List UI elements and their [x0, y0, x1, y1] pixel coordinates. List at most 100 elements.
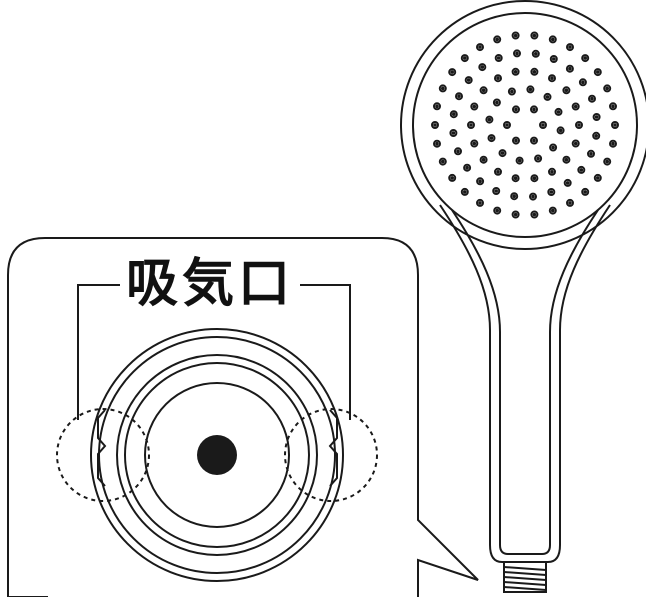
- nozzle-dot-center: [583, 190, 588, 194]
- nozzle-dot-center: [495, 37, 500, 42]
- nozzle-dot-center: [452, 112, 456, 116]
- nozzle-dot-center: [568, 45, 572, 49]
- nozzle-dot: [549, 143, 558, 152]
- nozzle-dot-center: [532, 33, 537, 38]
- nozzle-dot: [512, 105, 520, 114]
- nozzle-dot-center: [605, 159, 610, 164]
- nozzle-dot-center: [480, 65, 485, 69]
- nozzle-dot: [571, 139, 580, 148]
- air-intake-label: 吸気口: [120, 252, 300, 316]
- nozzle-dot: [566, 198, 574, 207]
- nozzle-dot: [511, 210, 520, 219]
- nozzle-dot: [609, 139, 617, 148]
- nozzle-dot: [492, 187, 501, 195]
- nozzle-dot-center: [611, 104, 615, 109]
- shower-head-icon: [400, 0, 646, 593]
- nozzle-dot-center: [549, 190, 554, 194]
- nozzle-dot-center: [481, 157, 486, 162]
- nozzle-dot: [438, 84, 447, 93]
- nozzle-dot-center: [573, 141, 578, 146]
- nozzle-dot: [548, 35, 557, 44]
- nozzle-dot: [448, 173, 457, 182]
- nozzle-dot-center: [550, 76, 554, 80]
- nozzle-dot: [467, 121, 475, 129]
- nozzle-dot-center: [463, 190, 467, 194]
- nozzle-dot-center: [496, 170, 500, 174]
- nozzle-dot: [577, 165, 586, 174]
- nozzle-dot: [548, 206, 557, 215]
- nozzle-dot-center: [541, 123, 545, 127]
- nozzle-dot: [562, 86, 571, 95]
- nozzle-dot-center: [596, 70, 600, 74]
- nozzle-dot-center: [579, 168, 584, 172]
- nozzle-dot-center: [594, 134, 599, 138]
- nozzle-dot: [438, 157, 447, 166]
- nozzle-dot-center: [534, 52, 538, 56]
- nozzle-dot: [549, 55, 558, 63]
- nozzle-dot-center: [513, 176, 518, 180]
- nozzle-dot-center: [590, 96, 594, 101]
- nozzle-dot: [592, 113, 601, 121]
- nozzle-dot: [565, 64, 574, 73]
- nozzle-dot: [454, 147, 462, 156]
- nozzle-dot: [547, 188, 556, 196]
- nozzle-dot: [593, 173, 602, 182]
- nozzle-dot: [578, 78, 587, 87]
- nozzle-dot: [539, 121, 547, 129]
- nozzle-dot: [515, 156, 524, 165]
- nozzle-dot-center: [596, 176, 600, 180]
- nozzle-dot-center: [463, 56, 467, 60]
- nozzle-dot: [575, 121, 583, 129]
- nozzle-dot: [449, 129, 458, 137]
- nozzle-dot-center: [564, 88, 569, 93]
- thread-line: [503, 571, 547, 576]
- nozzle-dot-center: [441, 159, 445, 164]
- nozzle-dot: [470, 102, 479, 111]
- thread-line: [503, 576, 547, 581]
- nozzle-dot-center: [581, 80, 585, 85]
- nozzle-dot: [512, 136, 520, 145]
- nozzle-dot: [487, 134, 496, 143]
- nozzle-dot-center: [532, 176, 537, 180]
- nozzle-dot: [498, 149, 507, 158]
- nozzle-dot-center: [496, 76, 500, 80]
- nozzle-dot-center: [469, 123, 473, 127]
- nozzle-dot: [448, 68, 457, 77]
- nozzle-dot: [531, 49, 540, 58]
- nozzle-dot-center: [433, 123, 437, 127]
- nozzle-dot: [609, 102, 617, 111]
- nozzle-dot: [511, 174, 520, 183]
- nozzle-dot: [478, 63, 487, 72]
- nozzle-dot-center: [478, 201, 482, 205]
- nozzle-dot: [611, 121, 619, 129]
- nozzle-dot-center: [552, 57, 556, 61]
- nozzle-dot: [581, 187, 590, 196]
- nozzle-dot-center: [613, 123, 617, 127]
- nozzle-dot-center: [558, 128, 563, 133]
- nozzle-dot: [530, 31, 539, 40]
- nozzle-dot-center: [495, 100, 499, 105]
- nozzle-dot: [530, 67, 539, 76]
- nozzle-dot-center: [528, 87, 533, 92]
- nozzle-dot: [494, 54, 503, 62]
- nozzle-dot: [530, 136, 538, 145]
- nozzle-dot: [566, 43, 574, 52]
- nozzle-dot-center: [435, 141, 439, 146]
- nozzle-dot: [548, 74, 556, 83]
- nozzle-dot-center: [565, 181, 570, 185]
- nozzle-dot-center: [478, 179, 482, 184]
- nozzle-dot: [476, 177, 485, 186]
- nozzle-dot-center: [450, 176, 455, 180]
- nozzle-dot-center: [532, 212, 537, 217]
- nozzle-dot-center: [589, 152, 593, 156]
- nozzle-dot-center: [487, 117, 492, 122]
- nozzle-dot: [433, 102, 441, 111]
- nozzle-dot: [470, 139, 479, 148]
- nozzle-dot: [503, 121, 511, 129]
- nozzle-dot: [548, 167, 556, 176]
- nozzle-dot-center: [494, 189, 499, 193]
- nozzle-dot-center: [551, 145, 555, 150]
- nozzle-dot: [562, 155, 571, 164]
- nozzle-dot: [563, 178, 572, 187]
- nozzle-dot-center: [515, 51, 519, 56]
